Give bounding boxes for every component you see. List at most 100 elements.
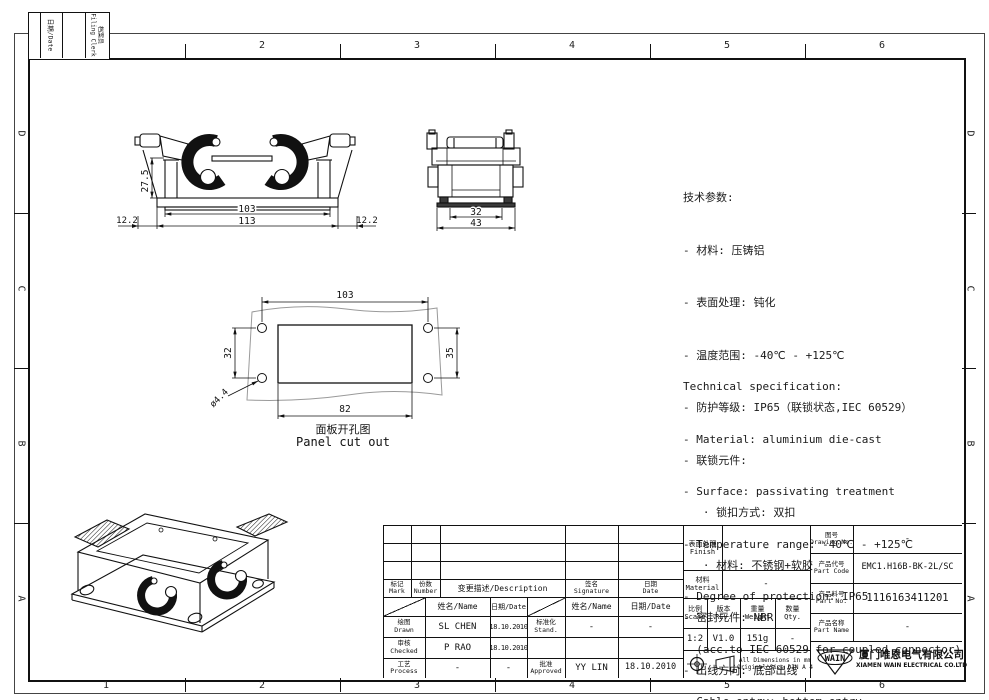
tb-diagonal (384, 598, 425, 616)
zone-tick (340, 44, 341, 58)
filing-clerk-label: 档案员 Filing Clerk (89, 13, 104, 57)
svg-text:000: 000 (238, 216, 255, 227)
zone-tick (805, 44, 806, 58)
zone-number-bottom: 4 (568, 680, 576, 691)
dim-label-hole-span: 103 (238, 204, 255, 215)
tb-line (565, 525, 566, 678)
dim-12-2-left (118, 216, 157, 229)
tb-line (740, 598, 741, 678)
mounting-hole (257, 373, 267, 383)
dim-27-5 (150, 157, 164, 199)
tb-diagonal (528, 598, 565, 616)
svg-text:000: 000 (238, 204, 255, 215)
drawn-date: 18.10.2010 (489, 622, 528, 631)
zone-number-top: 6 (878, 40, 886, 51)
zone-letter-left: D (15, 130, 27, 137)
name-subheader: 姓名/Name (437, 602, 478, 611)
zone-tick (14, 368, 28, 369)
zone-tick (185, 44, 186, 58)
zone-tick (962, 213, 976, 214)
tech-params-cn: 技术参数: - 材料: 压铸铝 - 表面处理: 钝化 - 温度范围: -40℃ … (683, 191, 913, 677)
zone-number-top: 2 (258, 40, 266, 51)
gasket-strip (436, 202, 516, 208)
zone-letter-right: B (964, 440, 976, 447)
tb-line (527, 597, 528, 678)
zone-letter-right: A (964, 595, 976, 602)
tb-line (618, 525, 619, 678)
mounting-hole (257, 323, 267, 333)
tb-line (383, 658, 683, 659)
company-name-cn: 厦门唯恩电气有限公司 (859, 649, 964, 661)
tb-line (810, 525, 811, 678)
mounting-hole (423, 373, 433, 383)
tb-line (683, 598, 810, 599)
panel-cutout-drawing: 103 32 35 82 ø4.4 (208, 290, 460, 419)
tb-line (411, 525, 412, 597)
filing-strip (28, 12, 110, 60)
zone-letter-right: D (964, 130, 976, 137)
dim-35-right (434, 327, 460, 379)
tb-line (425, 597, 426, 678)
wain-logo: WAIN (815, 648, 855, 675)
tb-line (722, 525, 723, 598)
tb-line (440, 525, 441, 597)
cover-cap (446, 136, 504, 149)
front-view-drawing: 27.5 000 103 000 113 12.2 12.2 (116, 133, 378, 229)
dim-label-side-left: 12.2 (116, 216, 138, 226)
mounting-hole (423, 323, 433, 333)
side-pin (503, 132, 515, 150)
zone-number-top: 4 (568, 40, 576, 51)
zone-number-bottom: 1 (102, 680, 110, 691)
part-code-value: EMC1.H16B-BK-2L/SC (861, 562, 954, 573)
zone-number-bottom: 6 (878, 680, 886, 691)
svg-text:00: 00 (470, 218, 482, 229)
zone-number-top: 5 (723, 40, 731, 51)
dim-103 (164, 208, 331, 217)
rev-value: V1.0 (712, 634, 735, 644)
zone-letter-left: A (15, 595, 27, 602)
svg-text:00: 00 (470, 207, 482, 218)
tb-line (810, 583, 962, 584)
tb-line (383, 597, 683, 598)
dim-label-side-right: 12.2 (356, 216, 378, 226)
lower-body (437, 164, 514, 198)
zone-tick (962, 523, 976, 524)
dim-43 (436, 208, 516, 231)
filing-line (62, 12, 63, 58)
zone-letter-right: C (964, 285, 976, 292)
name-subheader2: 姓名/Name (571, 602, 612, 611)
filing-date-label: 日期/Date (46, 18, 55, 52)
dim-label-hole: ø4.4 (208, 387, 230, 409)
zone-number-bottom: 5 (723, 680, 731, 691)
side-tab (512, 166, 524, 188)
tb-line (383, 543, 683, 544)
tb-line (683, 570, 810, 571)
dim-82-bottom (277, 384, 413, 419)
zone-tick (495, 678, 496, 692)
isometric-view-drawing (70, 513, 289, 633)
zone-letter-left: B (15, 440, 27, 447)
drawing-no-value: - (904, 534, 911, 544)
tech-spec-en: Technical specification: - Material: alu… (683, 380, 962, 700)
dim-label-height: 27.5 (140, 170, 151, 193)
tb-line (810, 613, 962, 614)
date-subheader: 日期/Date (490, 602, 527, 611)
tb-line (775, 598, 776, 650)
zone-number-top: 3 (413, 40, 421, 51)
scale-value: 1:2 (686, 634, 704, 644)
tb-line (490, 597, 491, 678)
first-angle-target-icon (687, 654, 707, 674)
iso-rim-inner (95, 522, 250, 574)
zone-tick (14, 213, 28, 214)
upper-band (431, 147, 521, 166)
